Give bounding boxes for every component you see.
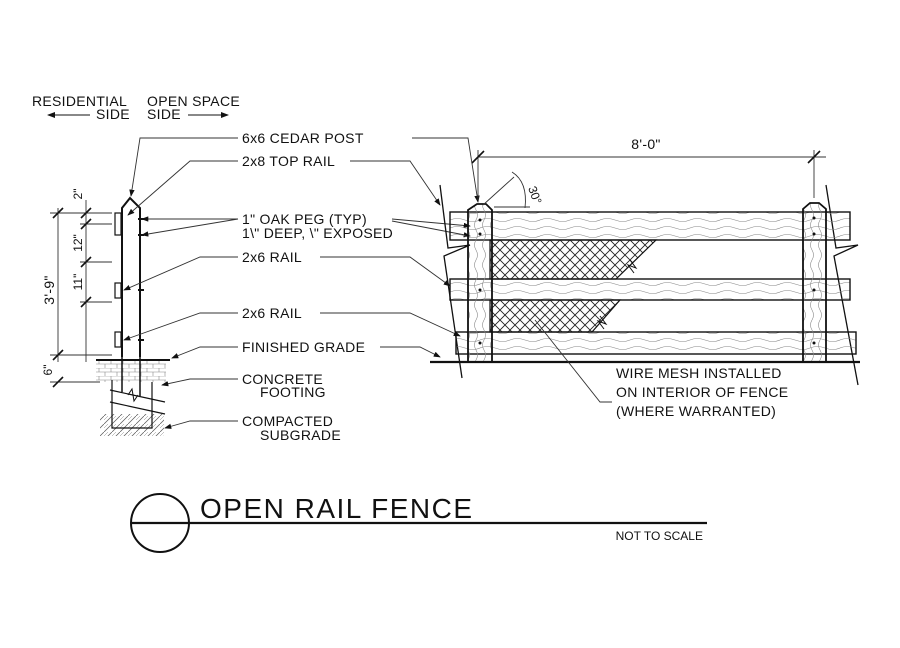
section-break-lines	[109, 389, 166, 415]
top-rail	[449, 211, 851, 241]
side-labels: RESIDENTIAL SIDE OPEN SPACE SIDE	[32, 93, 240, 122]
dim-upper-spacing: 12"	[71, 234, 85, 252]
residential-sub-label: SIDE	[96, 106, 130, 122]
middle-rail	[449, 278, 851, 301]
dim-ground-offset: 6"	[41, 365, 55, 376]
callout-mesh-line3: (WHERE WARRANTED)	[616, 403, 776, 419]
callout-footing-line1: CONCRETE	[242, 371, 323, 387]
callout-finished-grade: FINISHED GRADE	[242, 339, 365, 355]
elevation-view: 8'-0" 30° WIRE MESH INSTALLED ON INTERIO…	[430, 136, 860, 419]
section-view	[96, 196, 170, 436]
section-post	[121, 196, 141, 357]
residential-label: RESIDENTIAL	[32, 93, 127, 109]
mesh-leader-line	[534, 319, 612, 403]
dim-lower-spacing: 11"	[71, 274, 85, 291]
callout-top-rail: 2x8 TOP RAIL	[242, 153, 335, 169]
open-space-sub-label: SIDE	[147, 106, 181, 122]
callout-rail-mid: 2x6 RAIL	[242, 249, 302, 265]
bottom-rail	[455, 331, 857, 355]
drawing-title: OPEN RAIL FENCE	[200, 493, 474, 524]
open-space-label: OPEN SPACE	[147, 93, 240, 109]
callout-mesh-line2: ON INTERIOR OF FENCE	[616, 384, 788, 400]
dim-total-height: 3'-9"	[41, 275, 57, 304]
section-top-rail	[114, 212, 122, 236]
section-footing	[111, 380, 153, 429]
section-dimensions: 3'-9" 2" 12" 11" 6"	[41, 189, 112, 388]
callout-subgrade-line1: COMPACTED	[242, 413, 333, 429]
dim-chamfer-angle: 30°	[525, 184, 544, 206]
section-low-rail	[114, 331, 122, 348]
callouts: 6x6 CEDAR POST 2x8 TOP RAIL 1" OAK PEG (…	[123, 130, 480, 443]
callout-peg-line1: 1" OAK PEG (TYP)	[242, 211, 367, 227]
post-right	[802, 202, 827, 363]
callout-subgrade-line2: SUBGRADE	[260, 427, 341, 443]
scale-note: NOT TO SCALE	[616, 529, 703, 543]
post-left	[467, 203, 493, 363]
callout-post: 6x6 CEDAR POST	[242, 130, 364, 146]
section-grade-fill	[96, 360, 166, 382]
title-block: OPEN RAIL FENCE NOT TO SCALE	[130, 493, 707, 553]
callout-footing-line2: FOOTING	[260, 384, 326, 400]
callout-mesh-line1: WIRE MESH INSTALLED	[616, 365, 782, 381]
wire-mesh-upper	[489, 239, 658, 280]
section-subgrade-fill	[100, 414, 164, 436]
dim-top-offset: 2"	[71, 189, 85, 200]
callout-rail-low: 2x6 RAIL	[242, 305, 302, 321]
section-mid-rail	[114, 282, 122, 299]
dim-post-spacing: 8'-0"	[631, 136, 660, 152]
callout-peg-line2: 1\" DEEP, \" EXPOSED	[242, 225, 393, 241]
